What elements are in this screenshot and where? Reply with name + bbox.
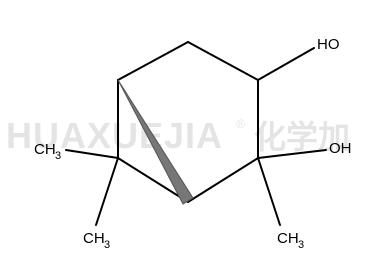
watermark-cjk: 化学加 xyxy=(254,118,350,156)
methyl-bottom-left-main: CH xyxy=(83,230,105,247)
bond-c3-oh xyxy=(257,47,315,81)
watermark-latin: HUAXUEJIA xyxy=(6,115,223,156)
methyl-bottom-left-sub: 3 xyxy=(104,239,110,251)
bond-c4-ch3 xyxy=(257,157,281,226)
methyl-left-main: CH xyxy=(34,141,56,158)
bond-c1-c2 xyxy=(117,41,189,81)
wedge-bond-bridge xyxy=(117,79,194,205)
label-hydroxyl-right: OH xyxy=(329,140,352,157)
bond-c5-c6 xyxy=(117,157,189,203)
bond-c6-ch3-left xyxy=(65,149,119,159)
label-methyl-left: CH 3 xyxy=(34,141,61,162)
methyl-bottom-right-sub: 3 xyxy=(298,239,304,251)
label-hydroxyl-top: HO xyxy=(317,36,340,53)
watermark-registered-mark: ® xyxy=(236,117,245,131)
bond-group xyxy=(65,41,327,226)
methyl-bottom-right-main: CH xyxy=(277,230,299,247)
bond-c4-c5 xyxy=(187,157,259,203)
atom-labels: HO OH CH 3 CH 3 CH 3 xyxy=(34,36,352,251)
methyl-left-sub: 3 xyxy=(55,150,61,162)
bond-c4-oh xyxy=(257,149,327,159)
bond-c2-c3 xyxy=(187,41,259,81)
bond-c6-ch3-bottom xyxy=(95,157,119,226)
watermark: HUAXUEJIA ® 化学加 xyxy=(6,115,350,156)
label-methyl-bottom-right: CH 3 xyxy=(277,230,304,251)
label-methyl-bottom-left: CH 3 xyxy=(83,230,110,251)
